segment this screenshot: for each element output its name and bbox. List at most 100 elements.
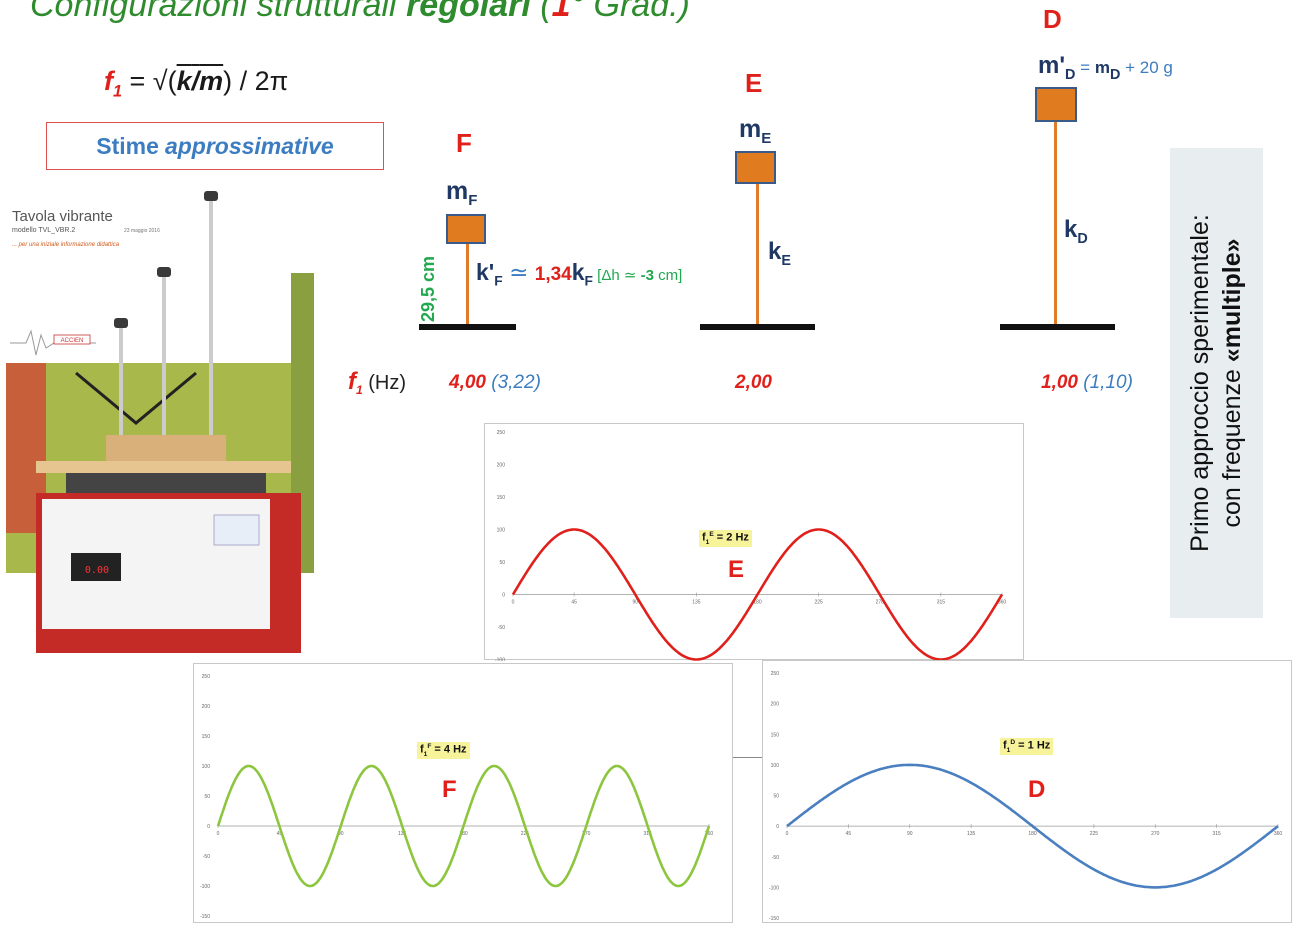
- y-tick-label: 250: [771, 671, 780, 677]
- base-e: [700, 324, 815, 330]
- frequency-formula: f1 = √(k/m) / 2π: [104, 66, 289, 101]
- y-tick-label: 250: [497, 430, 506, 436]
- svg-text:0.00: 0.00: [85, 565, 109, 576]
- spring-f-rod: [466, 244, 469, 324]
- y-tick-label: 50: [773, 794, 779, 800]
- frequency-f-value: 4,00 (3,22): [449, 372, 541, 393]
- stiffness-f-label: k'F ≃ 1,34kF [Δh ≃ -3 cm]: [476, 259, 683, 289]
- x-tick-label: 180: [753, 600, 762, 606]
- y-tick-label: 250: [202, 674, 211, 680]
- chart-f-letter: F: [442, 776, 457, 803]
- chart-f-tag: f1F = 4 Hz: [417, 742, 470, 759]
- x-tick-label: 90: [907, 831, 913, 837]
- y-tick-label: 0: [207, 824, 210, 830]
- x-tick-label: 315: [937, 600, 946, 606]
- y-tick-label: -50: [203, 854, 210, 860]
- mass-f-block: [446, 214, 486, 244]
- structure-f-letter: F: [456, 128, 472, 158]
- spring-e-rod: [756, 184, 759, 324]
- x-tick-label: 360: [998, 600, 1007, 606]
- series-line-F: [216, 764, 711, 888]
- y-tick-label: 200: [771, 702, 780, 708]
- y-tick-label: 150: [202, 734, 211, 740]
- y-tick-label: 50: [204, 794, 210, 800]
- x-tick-label: 45: [846, 831, 852, 837]
- structure-e-letter: E: [745, 68, 763, 98]
- y-tick-label: 100: [202, 764, 211, 770]
- x-tick-label: 270: [1151, 831, 1160, 837]
- slide-title: Configurazioni strutturali regolari (1° …: [30, 0, 690, 24]
- chart-f: 250 200 150 100 50 0 -50 -100 -150 0 45 90 135 180 225…: [193, 663, 733, 923]
- chart-e-letter: E: [728, 556, 745, 583]
- x-tick-label: 360: [1274, 831, 1283, 837]
- x-tick-label: 225: [1090, 831, 1099, 837]
- photo-note: ... per una iniziale informazione didatt…: [12, 242, 120, 248]
- x-tick-label: 225: [814, 600, 823, 606]
- side-note-box: Primo approccio sperimentale: con freque…: [1170, 148, 1263, 618]
- base-d: [1000, 324, 1115, 330]
- stiffness-d-label: kD: [1064, 216, 1088, 247]
- y-tick-label: -100: [495, 658, 505, 662]
- x-tick-label: 135: [692, 600, 701, 606]
- y-tick-label: 50: [499, 560, 505, 566]
- x-tick-label: 270: [582, 831, 591, 837]
- shaking-table-photo: ACCIEN Tavola vibrante modello TVL_VBR.2…: [6, 183, 314, 653]
- y-tick-label: -50: [772, 855, 779, 861]
- x-tick-label: 0: [786, 831, 789, 837]
- y-tick-label: 100: [771, 763, 780, 769]
- base-f: [419, 324, 516, 330]
- x-tick-label: 180: [1028, 831, 1037, 837]
- mass-d-label: m'D = mD + 20 g: [1038, 52, 1173, 83]
- photo-subtitle: modello TVL_VBR.2: [12, 227, 75, 234]
- mass-e-block: [735, 151, 776, 184]
- y-tick-label: 150: [497, 495, 506, 501]
- photo-date: 23 maggio 2016: [124, 228, 160, 234]
- x-tick-label: 135: [398, 831, 407, 837]
- x-tick-label: 135: [967, 831, 976, 837]
- y-tick-label: -50: [498, 625, 505, 631]
- chart-d-plot: 250 200 150 100 50 0 -50 -100 -150 0 45 90 135 180 225…: [769, 671, 1283, 922]
- frequency-e-value: 2,00: [735, 372, 772, 393]
- series-line-D: [786, 763, 1279, 889]
- frequency-d-value: 1,00 (1,10): [1041, 372, 1133, 393]
- mass-d-block: [1035, 87, 1077, 122]
- x-tick-label: 315: [643, 831, 652, 837]
- y-tick-label: 100: [497, 528, 506, 534]
- photo-logo-text: ACCIEN: [61, 338, 84, 344]
- chart-d: 250 200 150 100 50 0 -50 -100 -150 0 45 90 135 180 225…: [762, 660, 1292, 923]
- x-tick-label: 270: [876, 600, 885, 606]
- side-note-line1: Primo approccio sperimentale:: [1186, 214, 1215, 552]
- x-tick-label: 0: [217, 831, 220, 837]
- x-tick-label: 0: [512, 600, 515, 606]
- y-tick-label: 0: [776, 824, 779, 830]
- connector-line: [730, 757, 765, 758]
- x-tick-label: 45: [571, 600, 577, 606]
- series-line-E: [511, 528, 1004, 661]
- chart-d-letter: D: [1028, 776, 1046, 803]
- x-tick-label: 315: [1212, 831, 1221, 837]
- y-tick-label: -100: [769, 885, 779, 891]
- y-tick-label: -150: [769, 916, 779, 922]
- x-tick-label: 90: [338, 831, 344, 837]
- x-tick-label: 180: [459, 831, 468, 837]
- chart-d-tag: f1D = 1 Hz: [1000, 738, 1054, 755]
- height-f-label: 29,5 cm: [418, 255, 438, 322]
- y-tick-label: 200: [497, 463, 506, 469]
- y-tick-label: 200: [202, 704, 211, 710]
- y-tick-label: -100: [200, 884, 210, 890]
- y-tick-label: 150: [771, 732, 780, 738]
- photo-title: Tavola vibrante: [12, 208, 113, 225]
- y-tick-label: -150: [200, 914, 210, 920]
- stiffness-e-label: kE: [768, 238, 791, 269]
- chart-f-plot: 250 200 150 100 50 0 -50 -100 -150 0 45 90 135 180 225…: [200, 674, 714, 920]
- x-tick-label: 360: [705, 831, 714, 837]
- x-tick-label: 45: [277, 831, 283, 837]
- mass-e-label: mE: [739, 115, 772, 147]
- spring-d-rod: [1054, 122, 1057, 324]
- mass-f-label: mF: [446, 177, 478, 209]
- x-tick-label: 225: [521, 831, 530, 837]
- side-note-line2: con frequenze «multiple»: [1217, 238, 1246, 528]
